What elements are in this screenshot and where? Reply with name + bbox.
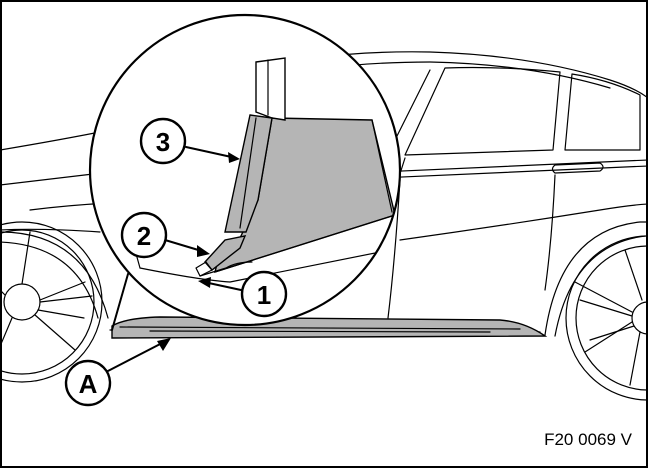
- callout-a-label: A: [79, 369, 98, 399]
- detail-magnifier: [88, 13, 402, 327]
- figure-reference-code: F20 0069 V: [544, 430, 633, 449]
- callout-3: 3: [139, 117, 240, 165]
- front-wheel: [1, 221, 109, 383]
- callout-a: A: [64, 338, 171, 407]
- callout-1: 1: [198, 270, 288, 318]
- callout-1-label: 1: [257, 280, 271, 310]
- callout-2-label: 2: [137, 221, 151, 251]
- side-sill-panel: [111, 316, 548, 339]
- magnifier-leader-left: [111, 273, 129, 331]
- callout-2: 2: [120, 211, 210, 259]
- callout-3-label: 3: [156, 127, 170, 157]
- rear-wheel: [544, 221, 647, 401]
